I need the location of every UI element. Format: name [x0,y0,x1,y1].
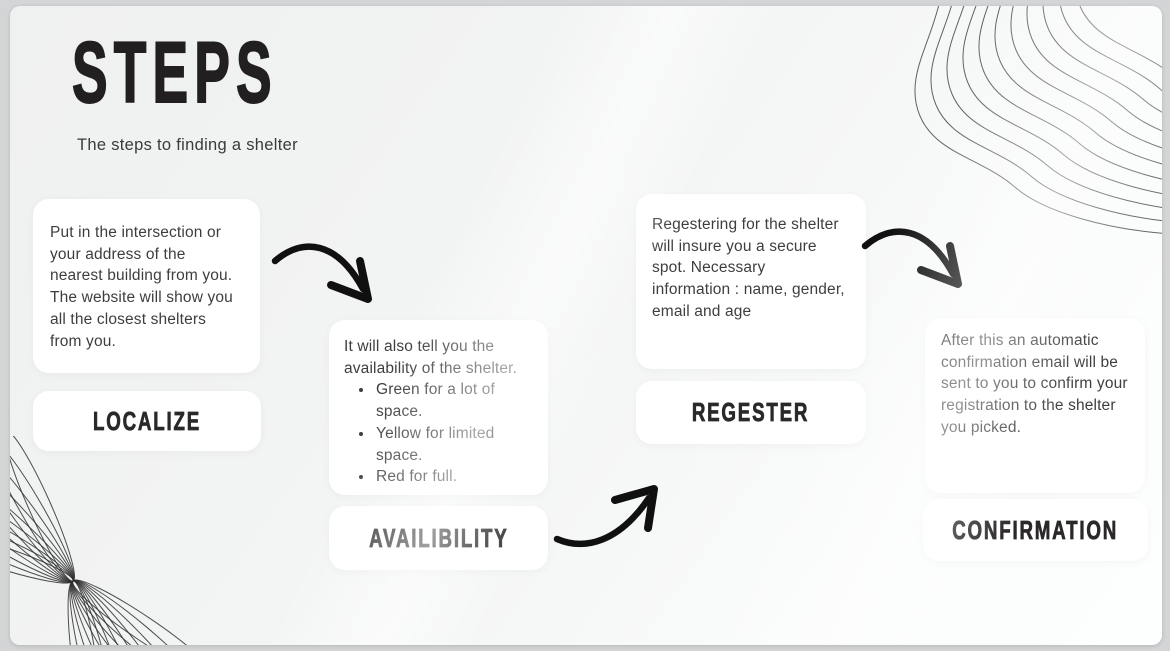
step-localize-description-card: Put in the intersection or your address … [33,199,260,373]
step-availibility-label-card: AVAILIBILITY [329,506,548,570]
step-label: REGESTER [692,397,810,428]
bullet-item: Yellow for limited space. [374,423,538,466]
step-regester-description-card: Regestering for the shelter will insure … [636,194,866,369]
curved-arrow-up-icon [553,474,668,557]
page-subtitle: The steps to finding a shelter [77,136,298,154]
step-description: After this an automatic confirmation ema… [941,332,1128,436]
step-localize-label-card: LOCALIZE [33,391,261,451]
curved-arrow-icon [861,218,973,307]
spiral-lines-decoration-icon [10,436,230,645]
page-title: STEPS [71,25,278,121]
step-regester-label-card: REGESTER [636,381,866,444]
step-label: CONFIRMATION [952,514,1119,545]
availability-bullet-list: Green for a lot of space. Yellow for lim… [344,379,538,488]
step-confirmation-description-card: After this an automatic confirmation ema… [925,318,1145,493]
step-confirmation-label-card: CONFIRMATION [923,499,1148,561]
step-label: AVAILIBILITY [368,522,509,553]
step-description: Put in the intersection or your address … [50,224,233,350]
bullet-item: Green for a lot of space. [374,379,538,422]
step-availibility-description-card: It will also tell you the availability o… [329,320,548,495]
curved-arrow-icon [271,233,383,322]
bullet-item: Red for full. [374,466,538,488]
step-label: LOCALIZE [93,405,201,436]
step-description: Regestering for the shelter will insure … [652,216,845,320]
slide-canvas: STEPS The steps to finding a shelter Put… [10,6,1162,645]
step-description: It will also tell you the availability o… [344,338,518,377]
